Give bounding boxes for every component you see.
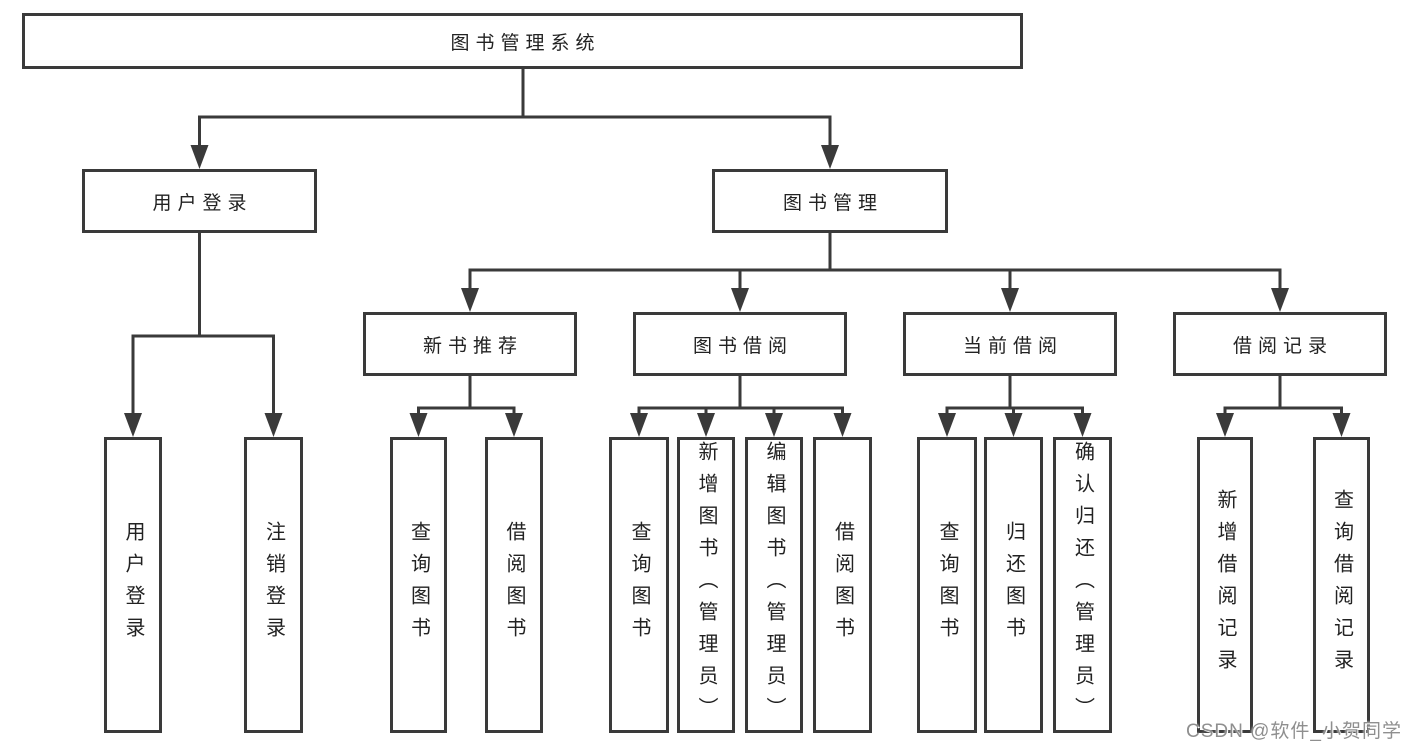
node-new-book-recommend: 新书推荐 [363,312,577,376]
leaf-add-book-admin: 新增图书（管理员） [677,437,735,733]
leaf-add-borrow-record: 新增借阅记录 [1197,437,1253,733]
node-book-management: 图书管理 [712,169,948,233]
leaf-query-borrow-record: 查询借阅记录 [1313,437,1370,733]
leaf-query-books-borrowing: 查询图书 [609,437,669,733]
leaf-borrow-books-borrowing: 借阅图书 [813,437,872,733]
leaf-query-books-recommend: 查询图书 [390,437,447,733]
leaf-user-login: 用户登录 [104,437,162,733]
node-book-borrowing: 图书借阅 [633,312,847,376]
node-root: 图书管理系统 [22,13,1023,69]
node-user-login: 用户登录 [82,169,317,233]
leaf-logout: 注销登录 [244,437,303,733]
leaf-return-book: 归还图书 [984,437,1043,733]
leaf-borrow-books-recommend: 借阅图书 [485,437,543,733]
node-borrowing-records: 借阅记录 [1173,312,1387,376]
watermark: CSDN @软件_小贺同学 [1186,721,1402,742]
leaf-query-books-current: 查询图书 [917,437,977,733]
leaf-edit-book-admin: 编辑图书（管理员） [745,437,803,733]
node-current-borrowing: 当前借阅 [903,312,1117,376]
leaf-confirm-return-admin: 确认归还（管理员） [1053,437,1112,733]
